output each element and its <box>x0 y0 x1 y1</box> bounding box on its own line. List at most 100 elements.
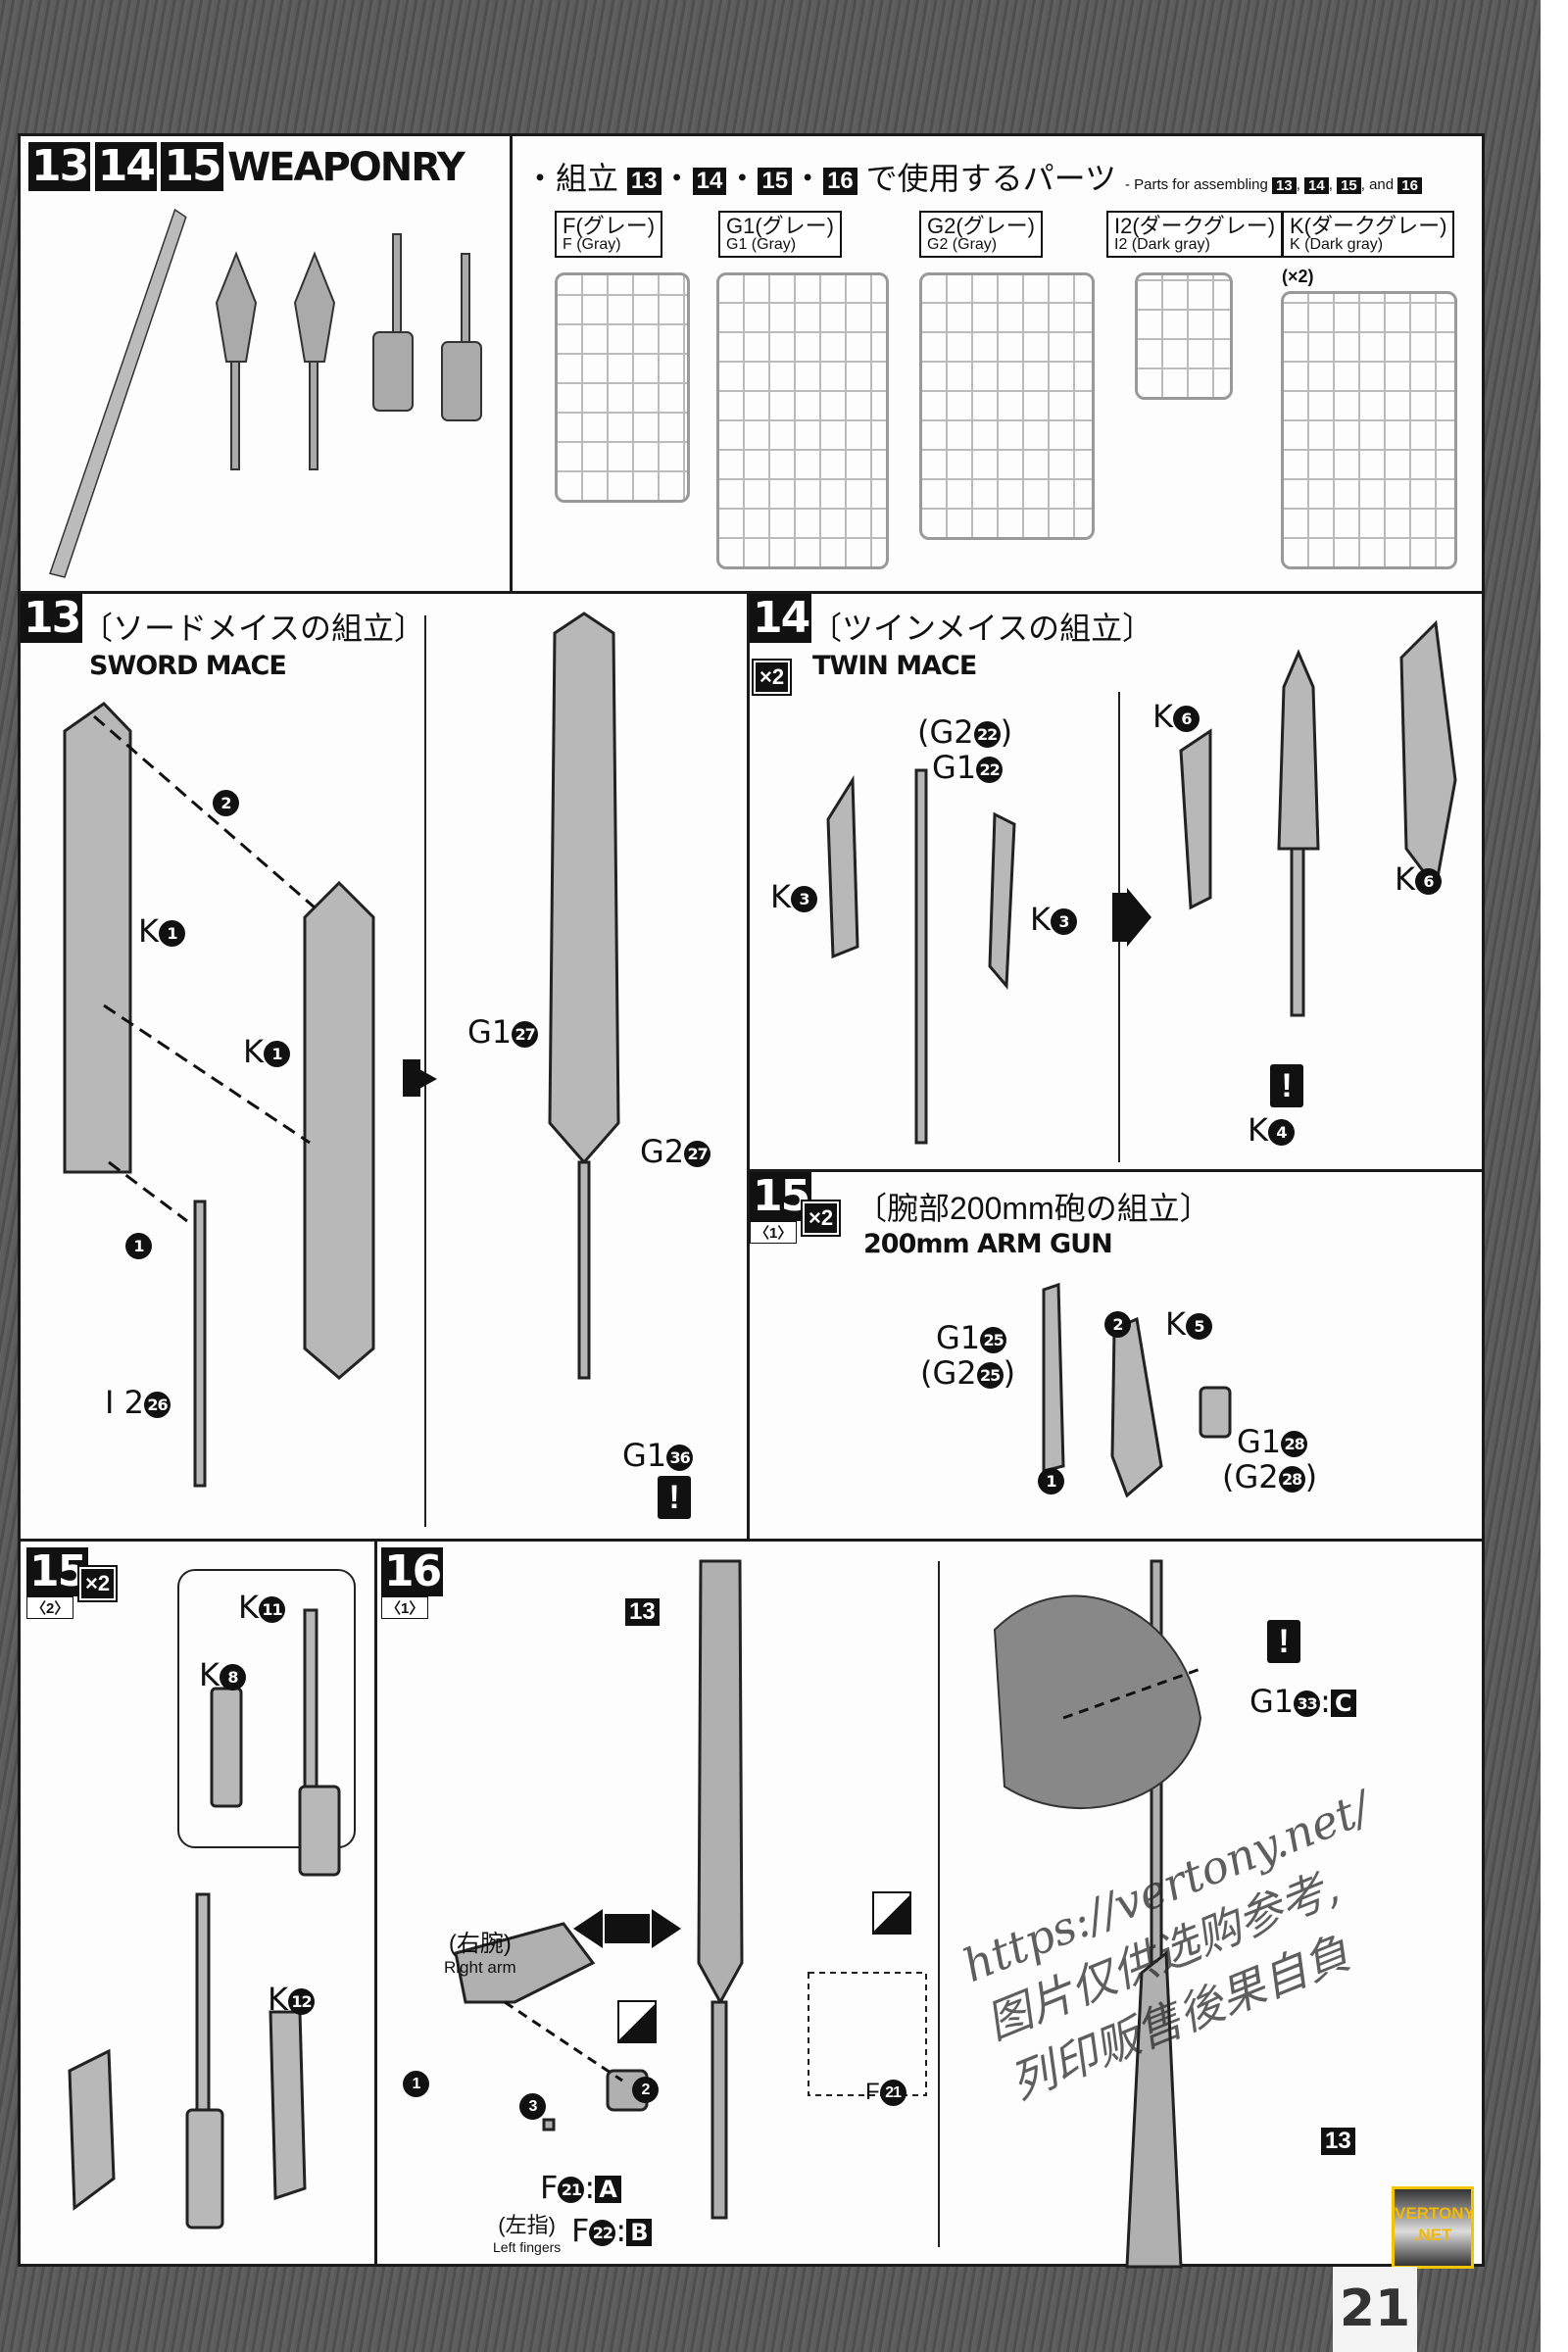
runner-label-f: F(グレー)F (Gray) <box>555 211 663 258</box>
runner-f-illustration <box>555 272 690 503</box>
step-number: 2 <box>632 2077 659 2103</box>
tag: A <box>595 2176 621 2203</box>
part-number: 27 <box>512 1020 539 1048</box>
step-1-label: 1 <box>125 1225 152 1262</box>
part-runner: K <box>770 878 791 915</box>
part-number: 25 <box>976 1361 1004 1389</box>
part-number: 21 <box>879 2080 906 2107</box>
step-ref-13: 13 <box>1321 2128 1355 2155</box>
section-title-en: TWIN MACE <box>812 651 977 681</box>
section-title-jp: 〔ツインメイスの組立〕 <box>810 611 1154 646</box>
sword-mace-parts-illustration <box>63 612 620 1488</box>
step-number: 1 <box>403 2071 429 2097</box>
step-ref: 14 <box>1304 176 1329 194</box>
weaponry-title: WEAPONRY <box>227 145 466 190</box>
part-runner: G2 <box>640 1133 685 1170</box>
part-runner: G1 <box>467 1013 513 1051</box>
paren: ) <box>1000 713 1013 751</box>
page-number: 21 <box>1333 2267 1417 2352</box>
parts-header: ・組立 13・14・15・16 で使用するパーツ - Parts for ass… <box>524 154 1422 199</box>
left-fingers-jp: (左指) <box>498 2213 556 2237</box>
runner-g1-illustration <box>716 272 889 569</box>
part-number: 21 <box>558 2176 585 2203</box>
left-fingers-label: (左指)Left fingers <box>493 2208 561 2255</box>
step-number: 3 <box>519 2093 546 2120</box>
en-prefix: - Parts for assembling <box>1124 176 1268 193</box>
sub-step: 〈1〉 <box>750 1221 797 1244</box>
right-arm-jp: (右腕) <box>448 1931 512 1957</box>
runner-g2-illustration <box>919 272 1095 540</box>
part-runner: G1 <box>1250 1683 1295 1720</box>
part-runner: K <box>1152 698 1173 735</box>
part-number: 1 <box>263 1040 290 1067</box>
runner-en: F (Gray) <box>563 236 621 254</box>
step-badge-13: 13 <box>21 594 83 643</box>
part-runner: K <box>199 1656 220 1693</box>
detail-callout-bubble <box>177 1569 356 1848</box>
tag: B <box>626 2219 653 2246</box>
flip-icon <box>872 1891 911 1935</box>
part-number: 8 <box>219 1663 246 1690</box>
part-number: 11 <box>258 1595 285 1623</box>
warning-icon: ! <box>658 1476 691 1519</box>
part-runner: F <box>571 2212 590 2249</box>
step-badge-16-1: 16〈1〉 <box>381 1547 444 1619</box>
runner-label-g1: G1(グレー)G1 (Gray) <box>718 211 843 258</box>
part-runner: G1 <box>1237 1423 1282 1460</box>
arm-gun-assembly-illustration <box>68 1608 341 2230</box>
step-badge-15-1: 15〈1〉 <box>750 1172 812 1244</box>
section-title-en: 200mm ARM GUN <box>863 1229 1113 1259</box>
part-number: 3 <box>1050 907 1077 935</box>
weaponry-panel: 13 14 15 WEAPONRY <box>18 133 513 594</box>
runner-jp: G2(グレー) <box>927 214 1036 238</box>
runner-jp: K(ダークグレー) <box>1290 214 1447 238</box>
part-number: 36 <box>666 1444 694 1471</box>
k-runner-quantity: (×2) <box>1282 267 1314 286</box>
part-number: 1 <box>158 919 185 947</box>
right-arm-label: (右腕)Right arm <box>444 1924 516 1978</box>
runner-i2-illustration <box>1135 272 1233 400</box>
divider <box>424 615 426 1527</box>
step-number: 1 <box>125 1232 152 1259</box>
part-runner: F <box>540 2169 559 2206</box>
part-number: 22 <box>976 756 1004 783</box>
step-3-label: 3 <box>519 2093 546 2120</box>
step-ref-14: 14 <box>692 167 727 195</box>
step-2-label: 2 <box>213 782 239 819</box>
step-number: 2 <box>1104 1310 1131 1338</box>
part-runner: F <box>865 2079 880 2105</box>
part-runner: K <box>1395 860 1415 898</box>
warning-icon: ! <box>1267 1620 1300 1663</box>
part-runner: K <box>268 1981 288 2018</box>
step-1-label: 1 <box>403 2071 429 2097</box>
step-badge-13: 13 <box>28 142 91 191</box>
step-ref-13: 13 <box>625 1598 660 1626</box>
section-title-en: SWORD MACE <box>89 651 287 681</box>
step-number: 16 <box>381 1547 444 1596</box>
sep: ・ <box>726 161 759 196</box>
step-ref-16: 16 <box>823 167 858 195</box>
step-ref-13: 13 <box>626 167 662 195</box>
part-number: 28 <box>1281 1430 1308 1457</box>
part-runner: K <box>1165 1305 1186 1343</box>
step-badge-14: 14 <box>750 594 812 643</box>
part-number: 33 <box>1294 1690 1321 1717</box>
quantity-badge: ×2 <box>800 1200 842 1237</box>
paren: ) <box>1304 1458 1318 1495</box>
sub-step: 〈2〉 <box>26 1596 74 1619</box>
